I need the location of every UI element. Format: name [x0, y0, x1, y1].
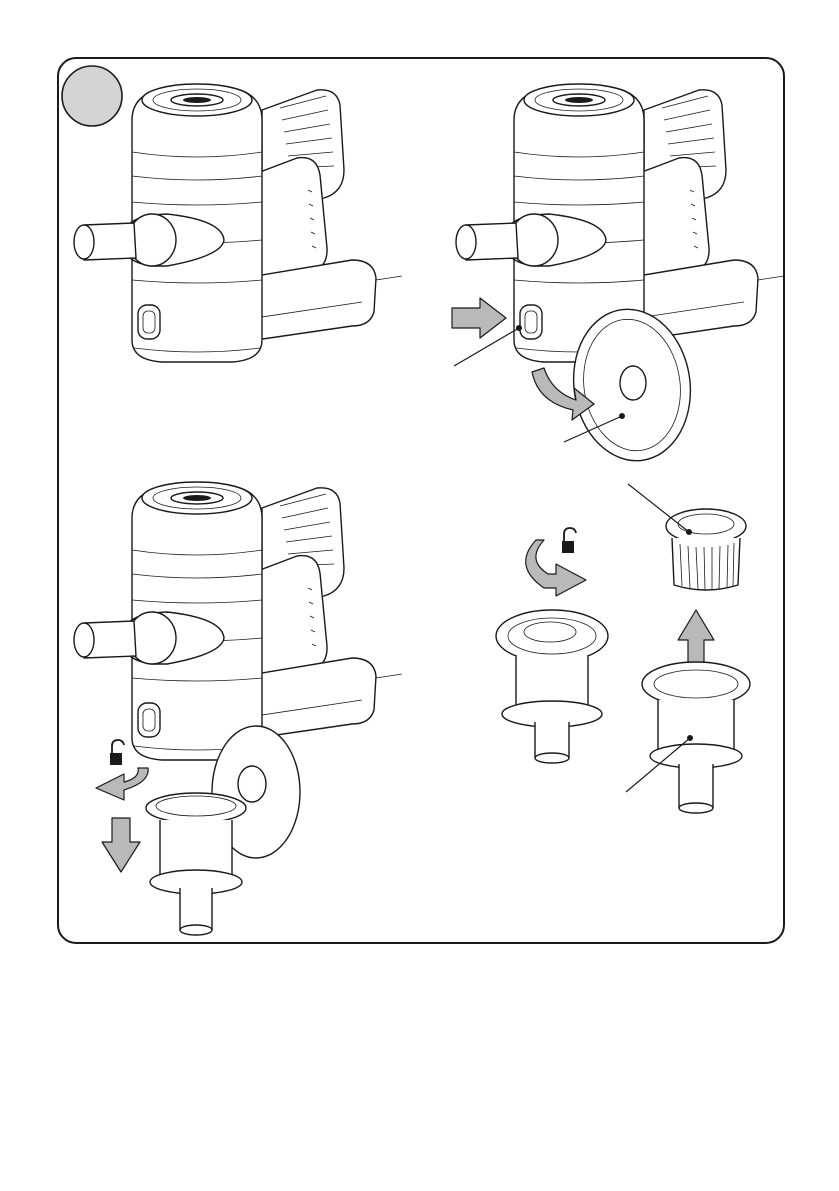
hepa-filter [666, 509, 746, 590]
step-marker [62, 66, 122, 126]
